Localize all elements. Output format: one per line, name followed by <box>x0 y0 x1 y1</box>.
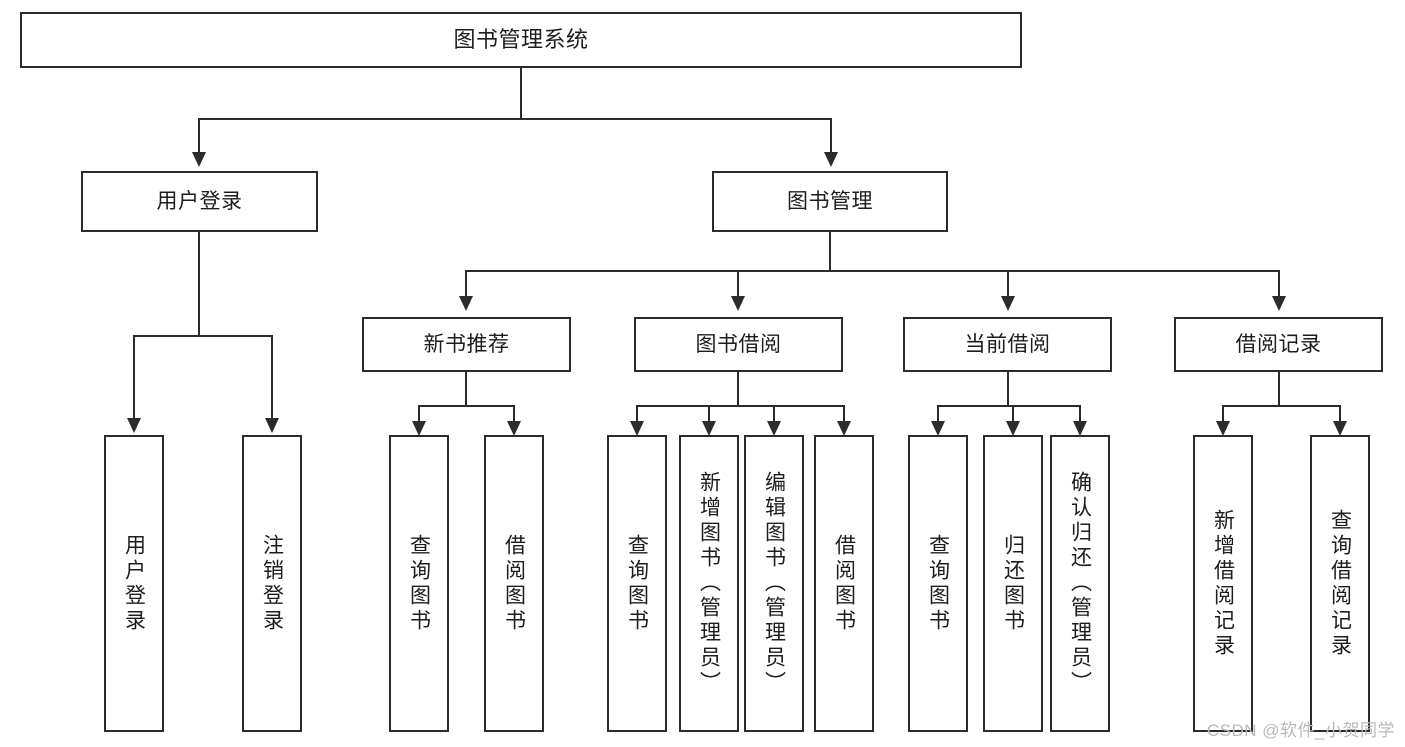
arrow-borrow-record-leaf-2 <box>1333 421 1347 436</box>
leaf-label: 新增借阅记录 <box>1211 508 1235 659</box>
leaf-label: 查询图书 <box>625 533 649 634</box>
leaf-label: 查询图书 <box>407 533 431 634</box>
connector-current-borrow-leaf-1 <box>937 405 939 423</box>
node-user-login[interactable]: 用户登录 <box>81 171 318 232</box>
leaf-label: 注销登录 <box>260 533 284 634</box>
arrow-user-login-leaf-2 <box>265 418 279 433</box>
arrow-current-borrow-leaf-2 <box>1006 421 1020 436</box>
node-root-system[interactable]: 图书管理系统 <box>20 12 1022 68</box>
connector-borrow-record-leaf-1 <box>1222 405 1224 423</box>
connector-current-borrow-leaf-3 <box>1079 405 1081 423</box>
node-book-manage[interactable]: 图书管理 <box>712 171 948 232</box>
arrow-book-borrow-leaf-4 <box>837 421 851 436</box>
node-label: 图书管理 <box>787 189 873 213</box>
leaf-add-borrow-record[interactable]: 新增借阅记录 <box>1193 435 1253 732</box>
connector-user-login-bar <box>133 335 271 337</box>
connector-borrow-record-bar <box>1222 405 1340 407</box>
connector-root-bar <box>198 118 832 120</box>
connector-book-borrow-leaf-4 <box>843 405 845 423</box>
node-label: 图书管理系统 <box>453 26 589 52</box>
connector-borrow-record-stem <box>1278 372 1280 405</box>
arrow-book-borrow-leaf-1 <box>630 421 644 436</box>
leaf-label: 用户登录 <box>122 533 146 634</box>
leaf-query-book-current[interactable]: 查询图书 <box>908 435 968 732</box>
node-current-borrow[interactable]: 当前借阅 <box>903 317 1112 372</box>
leaf-confirm-return-admin[interactable]: 确认归还（管理员） <box>1050 435 1110 732</box>
leaf-add-book-admin[interactable]: 新增图书（管理员） <box>679 435 739 732</box>
node-label: 借阅记录 <box>1235 332 1322 356</box>
connector-book-manage-child-3 <box>1007 270 1009 298</box>
connector-root-stem <box>520 68 522 118</box>
connector-new-book-leaf-1 <box>418 405 420 423</box>
leaf-label: 借阅图书 <box>832 533 856 634</box>
leaf-label: 新增图书（管理员） <box>697 471 721 696</box>
leaf-query-book-borrow[interactable]: 查询图书 <box>607 435 667 732</box>
node-new-book-recommend[interactable]: 新书推荐 <box>362 317 571 372</box>
leaf-query-borrow-record[interactable]: 查询借阅记录 <box>1310 435 1370 732</box>
connector-new-book-leaf-2 <box>513 405 515 423</box>
leaf-label: 归还图书 <box>1001 533 1025 634</box>
leaf-borrow-book-recommend[interactable]: 借阅图书 <box>484 435 544 732</box>
connector-book-manage-child-2 <box>737 270 739 298</box>
connector-current-borrow-stem <box>1007 372 1009 405</box>
connector-new-book-stem <box>465 372 467 405</box>
connector-book-manage-child-1 <box>465 270 467 298</box>
arrow-book-manage-child-1 <box>459 296 473 311</box>
leaf-edit-book-admin[interactable]: 编辑图书（管理员） <box>744 435 804 732</box>
leaf-label: 编辑图书（管理员） <box>762 471 786 696</box>
arrow-new-book-leaf-2 <box>507 421 521 436</box>
connector-book-borrow-leaf-1 <box>636 405 638 423</box>
connector-user-login-stem <box>198 232 200 335</box>
arrow-borrow-record-leaf-1 <box>1216 421 1230 436</box>
connector-book-borrow-bar <box>636 405 844 407</box>
leaf-user-login[interactable]: 用户登录 <box>104 435 164 732</box>
connector-new-book-bar <box>418 405 514 407</box>
connector-current-borrow-bar <box>937 405 1079 407</box>
connector-current-borrow-leaf-2 <box>1012 405 1014 423</box>
node-label: 当前借阅 <box>964 332 1051 356</box>
arrow-root-to-user-login <box>192 152 206 167</box>
connector-book-manage-child-4 <box>1278 270 1280 298</box>
leaf-borrow-book[interactable]: 借阅图书 <box>814 435 874 732</box>
arrow-book-manage-child-4 <box>1272 296 1286 311</box>
leaf-label: 确认归还（管理员） <box>1068 471 1092 696</box>
arrow-book-manage-child-2 <box>731 296 745 311</box>
leaf-label: 查询借阅记录 <box>1328 508 1352 659</box>
connector-borrow-record-leaf-2 <box>1339 405 1341 423</box>
arrow-current-borrow-leaf-1 <box>931 421 945 436</box>
connector-book-borrow-leaf-2 <box>708 405 710 423</box>
arrow-new-book-leaf-1 <box>412 421 426 436</box>
leaf-query-book-recommend[interactable]: 查询图书 <box>389 435 449 732</box>
leaf-label: 查询图书 <box>926 533 950 634</box>
connector-root-to-book-manage <box>830 118 832 154</box>
connector-user-login-leaf-1 <box>133 335 135 420</box>
leaf-logout[interactable]: 注销登录 <box>242 435 302 732</box>
arrow-current-borrow-leaf-3 <box>1073 421 1087 436</box>
connector-book-manage-stem <box>829 232 831 270</box>
arrow-root-to-book-manage <box>824 152 838 167</box>
node-label: 新书推荐 <box>423 332 510 356</box>
node-label: 用户登录 <box>156 189 243 213</box>
connector-user-login-leaf-2 <box>271 335 273 420</box>
arrow-book-borrow-leaf-2 <box>702 421 716 436</box>
leaf-label: 借阅图书 <box>502 533 526 634</box>
arrow-book-manage-child-3 <box>1001 296 1015 311</box>
connector-book-borrow-stem <box>737 372 739 405</box>
leaf-return-book[interactable]: 归还图书 <box>983 435 1043 732</box>
connector-root-to-user-login <box>198 118 200 154</box>
arrow-user-login-leaf-1 <box>127 418 141 433</box>
connector-book-manage-bar <box>465 270 1280 272</box>
node-book-borrow[interactable]: 图书借阅 <box>634 317 843 372</box>
connector-book-borrow-leaf-3 <box>773 405 775 423</box>
node-label: 图书借阅 <box>695 332 782 356</box>
node-borrow-record[interactable]: 借阅记录 <box>1174 317 1383 372</box>
arrow-book-borrow-leaf-3 <box>767 421 781 436</box>
